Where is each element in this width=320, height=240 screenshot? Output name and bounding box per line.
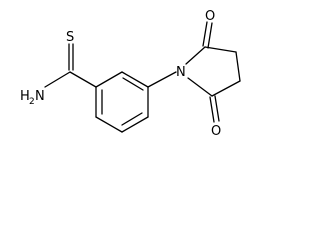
benzene-ring [95, 71, 149, 133]
ch2-c-bottom-bond [211, 80, 241, 97]
carbonyl-bottom-bond-2 [214, 95, 220, 122]
amine-n-label: N [35, 89, 45, 104]
thioamide-group: S H 2 N [20, 30, 97, 107]
ch2-ch2-bond [235, 51, 241, 82]
sulfur-label: S [66, 30, 74, 45]
carbonyl-top-bond [202, 21, 208, 47]
molecule-diagram: S H 2 N N O O [20, 9, 241, 139]
ring-double-bond [121, 112, 143, 126]
ring-bond [121, 71, 149, 88]
amine-subscript: 2 [29, 97, 35, 107]
ring-bond [95, 71, 123, 88]
c-bottom-n-bond [187, 77, 213, 97]
ring-nitrogen-label: N [176, 65, 186, 80]
structure-canvas: S H 2 N N O O [20, 9, 241, 139]
oxygen-bottom-label: O [211, 124, 221, 139]
carbonyl-bottom-bond [209, 96, 215, 123]
ring-bond [95, 116, 123, 133]
aryl-n-bond [147, 71, 177, 88]
oxygen-top-label: O [205, 9, 215, 24]
amine-h-label: H [20, 89, 30, 104]
succinimide-ring: N O O [176, 9, 241, 139]
n-c-top-bond [185, 46, 206, 65]
ring-double-bond [122, 77, 144, 91]
thioamide-c-n-bond [44, 71, 71, 88]
carbonyl-top-bond-2 [207, 22, 213, 49]
c-ch2-top-bond [204, 46, 237, 53]
ring-bond [121, 116, 149, 133]
thioamide-c-ring-bond [69, 71, 97, 88]
